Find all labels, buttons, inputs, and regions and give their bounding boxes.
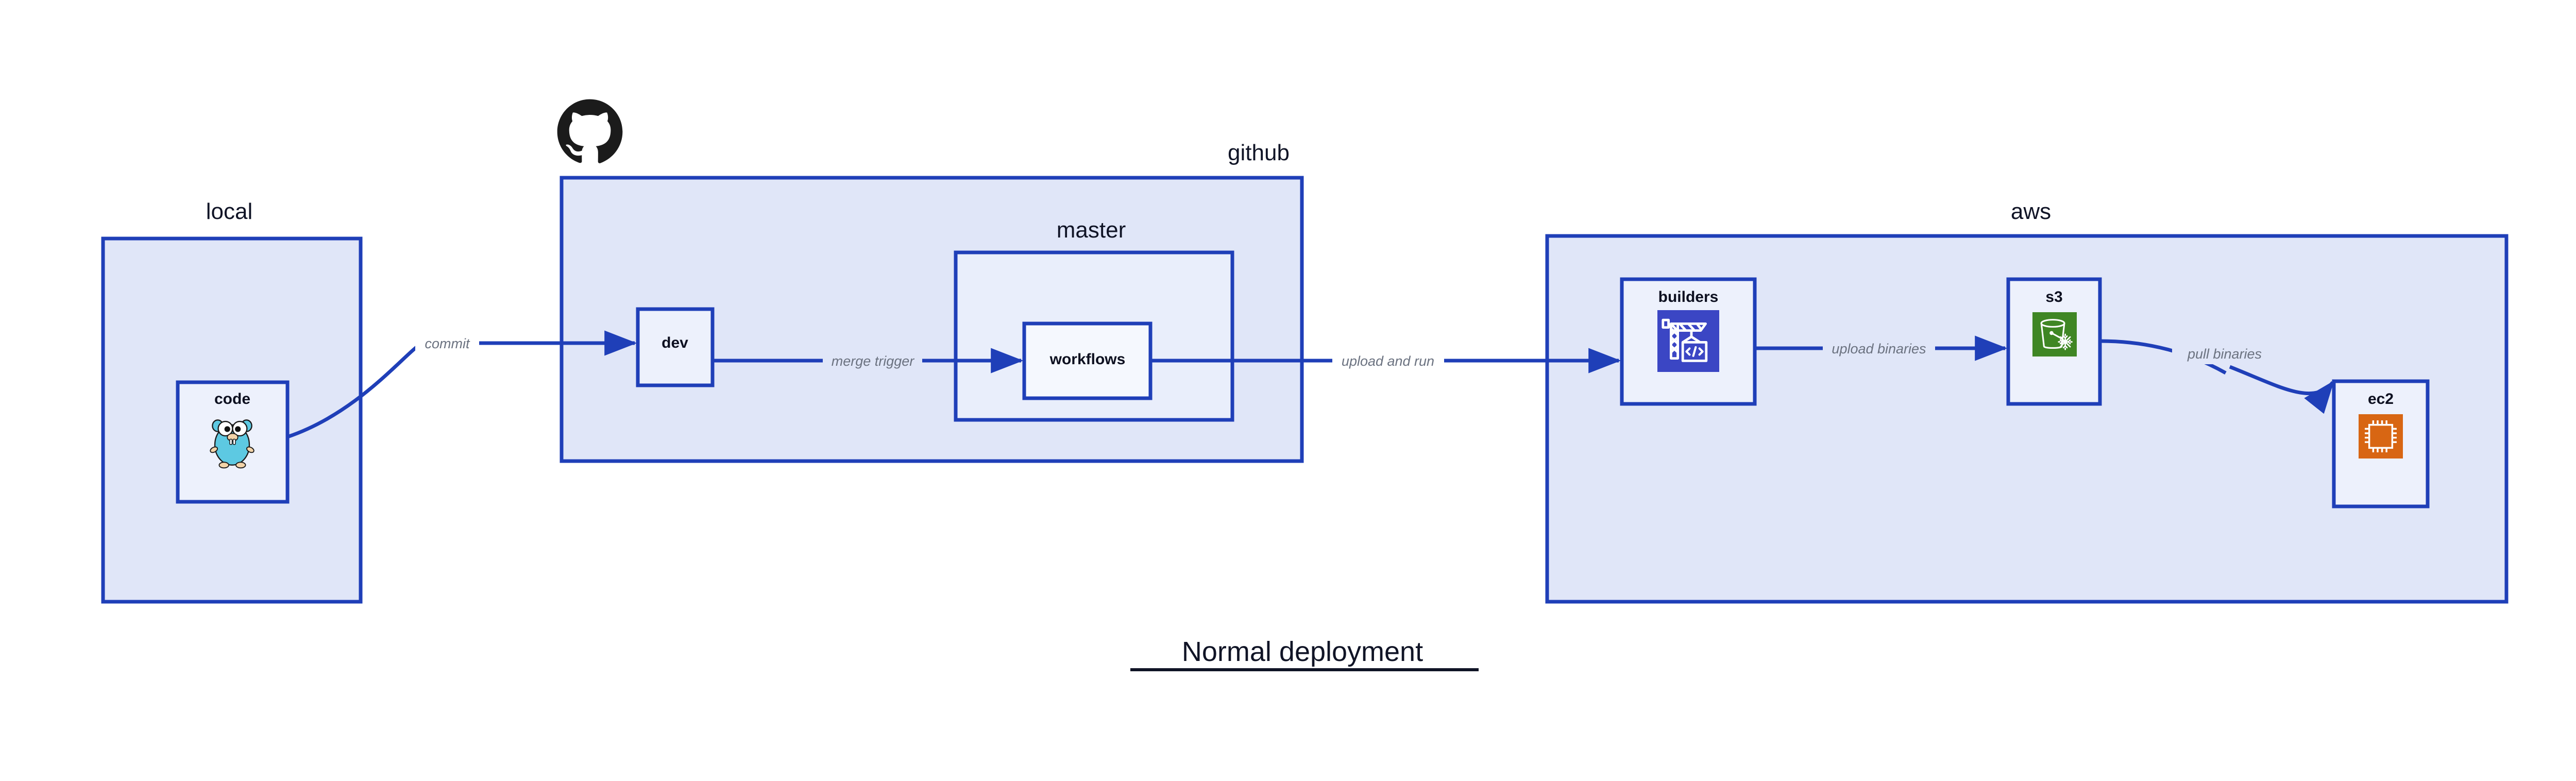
group-label-aws: aws — [2011, 199, 2051, 224]
node-box-dev — [636, 307, 715, 387]
aws-ec2-chip-icon — [2358, 413, 2404, 460]
node-builders[interactable]: builders — [1620, 277, 1757, 406]
edge-upload-and-run: upload and run — [1150, 348, 1621, 373]
edge-pull-binaries-line — [2099, 339, 2227, 375]
node-ec2[interactable]: ec2 — [2332, 379, 2430, 508]
diagram-title-text: Normal deployment — [1182, 636, 1423, 667]
edge-label-merge-trigger: merge trigger — [832, 353, 915, 369]
edge-label-upload-and-run: upload and run — [1342, 353, 1434, 369]
github-octocat-logo — [557, 99, 623, 163]
node-label-workflows: workflows — [1049, 351, 1126, 368]
edge-pull-binaries: pull binaries — [2099, 339, 2334, 414]
edge-upload-binaries: upload binaries — [1755, 335, 2008, 361]
node-label-dev: dev — [662, 334, 688, 351]
group-label-local: local — [206, 199, 253, 224]
edge-commit: commit — [286, 330, 637, 439]
node-code[interactable]: code — [176, 380, 290, 504]
diagram-title: Normal deployment — [1130, 636, 1479, 671]
aws-builders-crane-icon — [1657, 310, 1719, 372]
node-box-workflows — [1022, 321, 1153, 400]
node-label-s3: s3 — [2045, 288, 2062, 305]
node-dev[interactable]: dev — [636, 307, 715, 387]
edge-label-pull-binaries: pull binaries — [2187, 346, 2262, 362]
group-label-github: github — [1228, 140, 1290, 165]
node-label-builders: builders — [1658, 288, 1719, 305]
aws-s3-bucket-icon — [2031, 311, 2078, 358]
edge-label-upload-binaries: upload binaries — [1832, 341, 1926, 356]
edge-label-commit: commit — [425, 336, 470, 351]
group-label-master: master — [1057, 217, 1126, 243]
node-workflows[interactable]: workflows — [1022, 321, 1153, 400]
node-label-ec2: ec2 — [2368, 390, 2394, 408]
edge-pull-binaries-line-2 — [2229, 365, 2334, 414]
node-label-code: code — [214, 390, 250, 408]
diagram-title-underline — [1130, 668, 1479, 671]
edge-merge-trigger: merge trigger — [713, 348, 1024, 373]
node-s3[interactable]: s3 — [2006, 277, 2102, 406]
